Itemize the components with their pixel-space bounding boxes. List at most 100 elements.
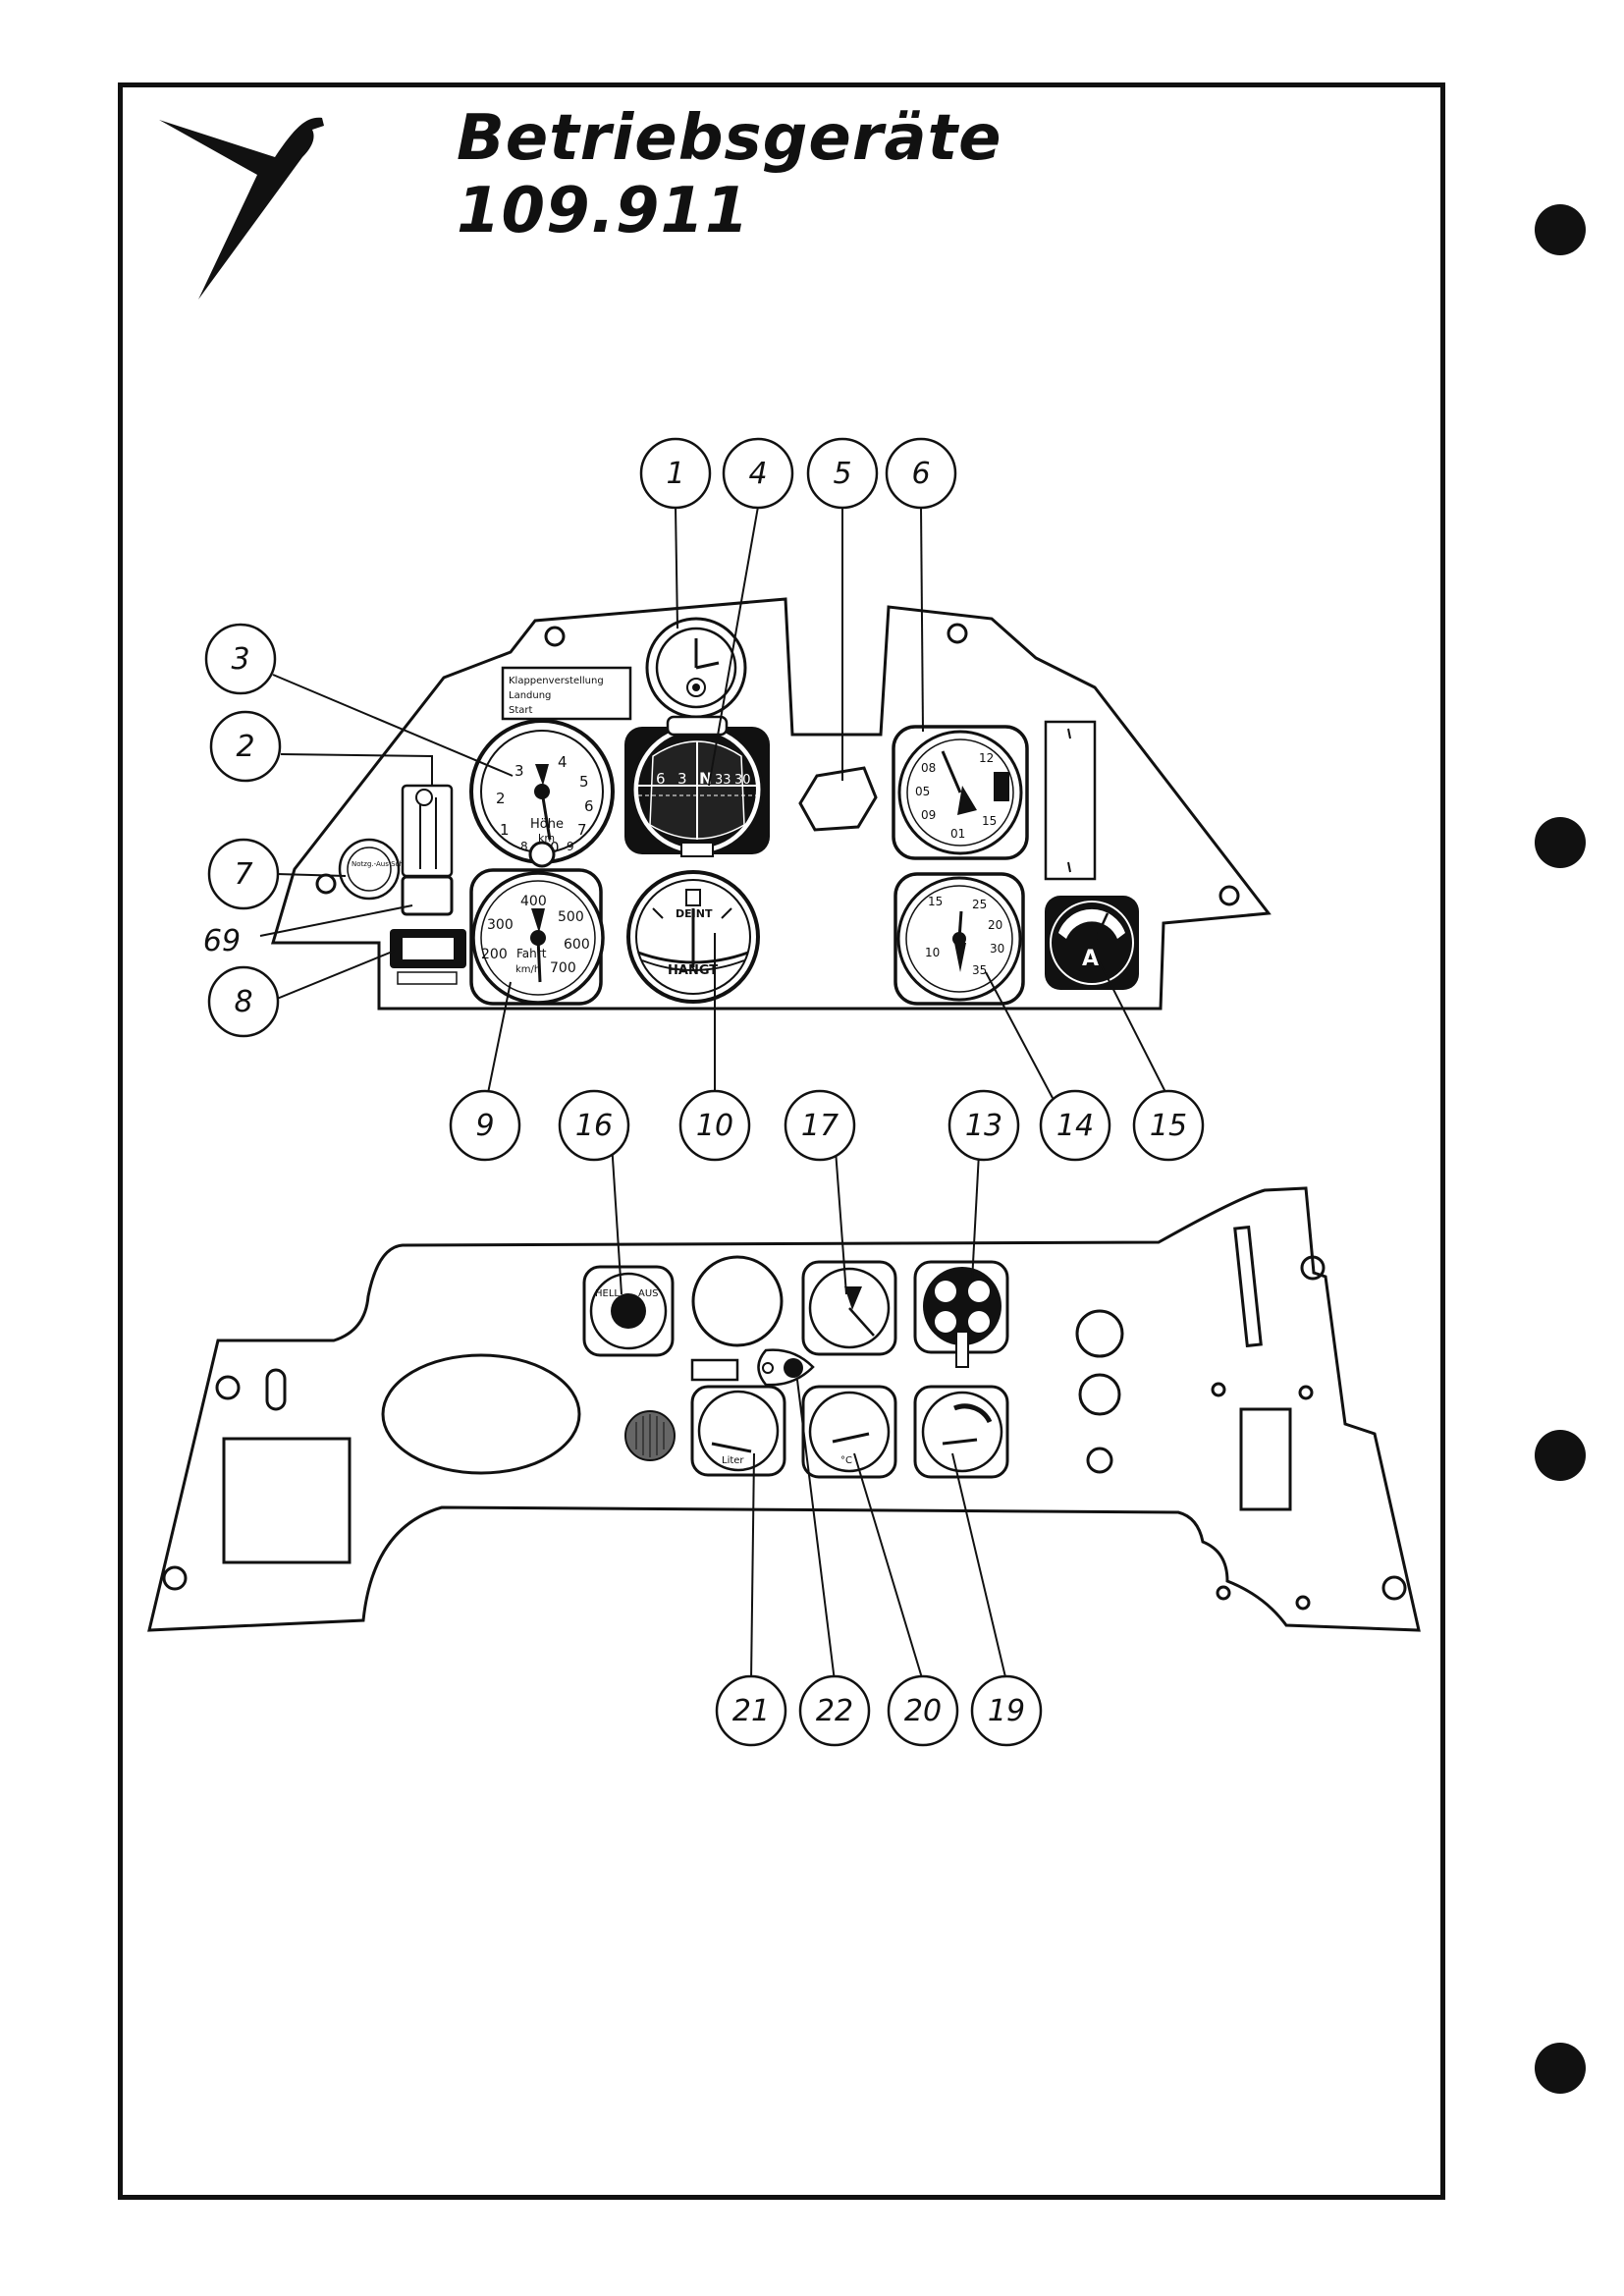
eagle-logo [159, 117, 324, 300]
map-25: 25 [972, 898, 987, 911]
rpm-08: 08 [921, 761, 936, 775]
flap-placard: Klappenverstellung Landung Start [501, 666, 632, 721]
callout-22: 22 [798, 1674, 871, 1747]
svg-text:3: 3 [231, 642, 249, 677]
callout-7: 7 [207, 838, 280, 910]
callout-17: 17 [784, 1089, 856, 1162]
callout-21: 21 [715, 1674, 787, 1747]
lower-panel-outline [147, 1186, 1421, 1632]
compass-6: 6 [656, 770, 666, 788]
alt-digit-2: 2 [496, 790, 506, 807]
map-35: 35 [972, 963, 987, 977]
callout-69: 69 [203, 924, 241, 958]
svg-text:7: 7 [234, 857, 252, 892]
svg-text:22: 22 [816, 1694, 853, 1728]
compass-3: 3 [677, 770, 687, 788]
map-15: 15 [928, 895, 943, 908]
callout-13: 13 [947, 1089, 1020, 1162]
pressure-gauge [801, 1260, 897, 1356]
alt-digit-8: 8 [520, 840, 528, 853]
svg-text:16: 16 [575, 1109, 613, 1143]
coolant-gauge [913, 1385, 1009, 1479]
alt-digit-6: 6 [584, 797, 594, 815]
asi-200: 200 [481, 947, 508, 962]
clock-gauge [645, 617, 747, 719]
blank-plate [1044, 720, 1097, 881]
rpm-01: 01 [950, 827, 965, 841]
hex-opening [798, 766, 878, 832]
placard-line-2: Landung [509, 690, 551, 701]
svg-text:6: 6 [911, 457, 930, 491]
callout-8: 8 [207, 965, 280, 1038]
callout-9: 9 [449, 1089, 521, 1162]
rpm-15: 15 [982, 814, 997, 828]
callout-6: 6 [885, 437, 957, 510]
svg-text:9: 9 [475, 1109, 494, 1143]
compass-33: 33 [715, 773, 731, 788]
alt-digit-0: 0 [550, 839, 560, 856]
ammeter-gauge: A [1045, 896, 1139, 990]
svg-text:19: 19 [988, 1694, 1025, 1728]
callout-16: 16 [558, 1089, 630, 1162]
placard-line-1: Klappenverstellung [509, 676, 604, 686]
alt-digit-1: 1 [500, 821, 510, 839]
callout-1: 1 [639, 437, 712, 510]
alt-digit-7: 7 [577, 821, 587, 839]
binder-hole-3 [1535, 1430, 1586, 1481]
callout-5: 5 [806, 437, 879, 510]
svg-text:4: 4 [748, 457, 767, 491]
map-30: 30 [990, 942, 1004, 956]
svg-text:13: 13 [965, 1109, 1002, 1143]
asi-400: 400 [520, 894, 547, 909]
page-title: Betriebsgeräte 109.911 [457, 102, 1002, 247]
small-knob [690, 1348, 815, 1387]
callout-3: 3 [204, 623, 277, 695]
asi-500: 500 [558, 909, 584, 925]
dimmer-hell: HELL [595, 1288, 620, 1299]
svg-text:2: 2 [236, 730, 254, 764]
dimmer-aus: AUS [638, 1288, 659, 1299]
page-frame [118, 82, 1445, 2200]
fuel-gauge: Liter [690, 1385, 786, 1477]
compass-gauge: 6 3 N 33 30 [624, 715, 770, 857]
switch-label: Notzg.-Aus Schalter [352, 860, 419, 868]
compass-30: 30 [734, 773, 751, 788]
svg-text:10: 10 [696, 1109, 733, 1143]
lower-panel [147, 1186, 1421, 1632]
quad-indicator [913, 1260, 1009, 1368]
svg-text:14: 14 [1056, 1109, 1094, 1143]
svg-text:15: 15 [1150, 1109, 1187, 1143]
oil-temp-gauge: °C [801, 1385, 897, 1479]
turn-bottom: HANGT [668, 963, 718, 978]
svg-text:5: 5 [833, 457, 851, 491]
binder-hole-1 [1535, 204, 1586, 255]
callout-15: 15 [1132, 1089, 1205, 1162]
asi-300: 300 [487, 917, 514, 933]
svg-text:21: 21 [732, 1694, 770, 1728]
oil-unit: °C [840, 1455, 852, 1466]
upper-panel-outline [270, 597, 1272, 1011]
callout-10: 10 [678, 1089, 751, 1162]
rpm-gauge: 08 12 05 09 15 01 [892, 725, 1029, 860]
upper-panel [270, 597, 1272, 1011]
manifold-gauge: 25 20 15 30 10 35 [893, 872, 1025, 1006]
turn-gauge: DEINT HANGT [626, 870, 760, 1004]
small-unit [390, 929, 466, 985]
alt-digit-9: 9 [567, 840, 574, 853]
asi-unit: km/h [515, 964, 540, 975]
speaker-grille [624, 1410, 676, 1461]
emergency-switch: Notzg.-Aus Schalter [338, 838, 419, 901]
binder-hole-4 [1535, 2043, 1586, 2094]
alt-digit-5: 5 [579, 773, 589, 791]
map-20: 20 [988, 918, 1002, 932]
callout-14: 14 [1039, 1089, 1111, 1162]
altimeter-gauge: 3 4 5 6 7 2 1 0 9 8 Höhe km [469, 719, 615, 868]
callout-20: 20 [887, 1674, 959, 1747]
asi-600: 600 [564, 937, 590, 953]
callout-bubbles: 1 4 5 6 3 2 7 69 8 9 16 10 17 13 14 15 2… [203, 437, 1205, 1747]
callout-leaders [259, 506, 1169, 1682]
callout-4: 4 [722, 437, 794, 510]
ammeter-letter: A [1082, 947, 1099, 971]
